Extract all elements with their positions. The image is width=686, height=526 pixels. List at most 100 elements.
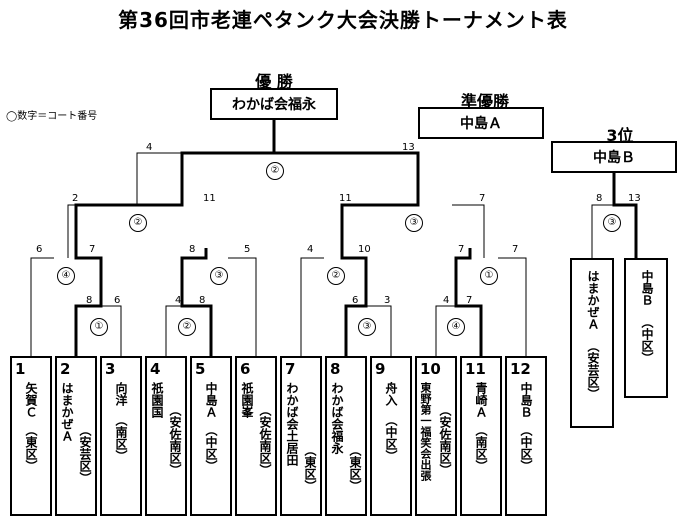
score: 7 — [479, 193, 486, 204]
third-place-team-box: 中島Ｂ （中区） — [624, 258, 668, 398]
page-title: 第36回市老連ペタンク大会決勝トーナメント表 — [118, 8, 568, 32]
team-name: はまかぜＡ — [60, 382, 74, 442]
bracket-line — [435, 305, 456, 356]
court-number: ② — [266, 162, 284, 180]
court-number: ① — [480, 267, 498, 285]
team-number: 4 — [150, 360, 161, 378]
bracket-line — [452, 204, 485, 258]
bracket-line — [591, 204, 614, 258]
team-name: わかば会福永 — [330, 382, 344, 454]
champion-label: 優 勝 — [255, 72, 293, 91]
court-number: ④ — [447, 318, 465, 336]
team-district: （安佐南区） — [438, 404, 452, 476]
team-box: 5 中島Ａ （中区） — [190, 356, 232, 516]
team-name: はまかぜＡ — [586, 270, 600, 330]
team-number: 5 — [195, 360, 206, 378]
bracket-line — [300, 257, 324, 356]
court-number: ③ — [603, 214, 621, 232]
court-legend: ◯数字＝コート番号 — [6, 111, 98, 122]
bracket-line — [228, 257, 257, 356]
champion-box: わかば会福永 — [210, 88, 338, 120]
team-name: 中島Ａ — [204, 382, 218, 418]
team-box: 9 舟入 （中区） — [370, 356, 412, 516]
third-place-label: 3位 — [606, 126, 634, 145]
team-box: 4 祇園国 （安佐南区） — [145, 356, 187, 516]
winner-line — [340, 248, 368, 296]
team-box: 8 わかば会福永 （東区） — [325, 356, 367, 516]
team-district: （中区） — [384, 414, 398, 462]
bracket-line — [30, 257, 54, 356]
team-name: 中島Ｂ — [519, 382, 533, 418]
team-district: （南区） — [474, 424, 488, 472]
score: 4 — [175, 295, 182, 306]
champion-team: わかば会福永 — [232, 97, 316, 113]
score: 10 — [358, 244, 371, 255]
bracket-line — [366, 305, 392, 356]
score: 8 — [199, 295, 206, 306]
winner-line — [344, 296, 368, 356]
bracket-line — [136, 152, 205, 205]
team-number: 8 — [330, 360, 341, 378]
team-box: 6 祇園峯 （安佐南区） — [235, 356, 277, 516]
court-number: ② — [327, 267, 345, 285]
bracket-line — [67, 204, 103, 258]
score: 11 — [203, 193, 216, 204]
team-name: 舟入 — [384, 382, 398, 406]
score: 4 — [307, 244, 314, 255]
team-box: 1 矢賀Ｃ （東区） — [10, 356, 52, 516]
score: 6 — [114, 295, 121, 306]
winner-line — [454, 296, 483, 356]
team-name: 青崎Ａ — [474, 382, 488, 418]
score: 8 — [189, 244, 196, 255]
team-number: 10 — [420, 360, 441, 378]
team-district: （東区） — [303, 444, 317, 492]
score: 11 — [339, 193, 352, 204]
court-number: ② — [129, 214, 147, 232]
score: 7 — [89, 244, 96, 255]
score: 13 — [402, 142, 415, 153]
winner-line — [340, 195, 420, 248]
score: 5 — [244, 244, 251, 255]
team-number: 6 — [240, 360, 251, 378]
team-box: 12 中島Ｂ （中区） — [505, 356, 547, 516]
winner-line — [454, 248, 472, 296]
score: 8 — [596, 193, 603, 204]
score: 3 — [384, 295, 391, 306]
score: 6 — [352, 295, 359, 306]
court-number: ① — [90, 318, 108, 336]
team-district: （安芸区） — [78, 424, 92, 484]
team-district: （安佐南区） — [258, 404, 272, 476]
team-district: （安佐南区） — [168, 404, 182, 476]
score: 2 — [72, 193, 79, 204]
team-name: 矢賀Ｃ — [24, 382, 38, 418]
team-number: 9 — [375, 360, 386, 378]
winner-line — [180, 296, 213, 356]
winner-line — [180, 151, 420, 195]
team-district: （東区） — [24, 424, 38, 472]
third-place-box: 中島Ｂ — [551, 141, 677, 173]
team-box: 7 わかば会土居田 （東区） — [280, 356, 322, 516]
winner-line — [74, 195, 184, 248]
team-district: （南区） — [114, 414, 128, 462]
score: 7 — [466, 295, 473, 306]
team-name: 中島Ｂ — [640, 270, 654, 306]
court-number: ④ — [57, 267, 75, 285]
team-number: 11 — [465, 360, 486, 378]
runner-up-label: 準優勝 — [460, 92, 509, 111]
court-number: ③ — [210, 267, 228, 285]
score: 4 — [443, 295, 450, 306]
court-number: ③ — [358, 318, 376, 336]
winner-line — [180, 248, 208, 296]
team-box: 11 青崎Ａ （南区） — [460, 356, 502, 516]
team-box: 2 はまかぜＡ （安芸区） — [55, 356, 97, 516]
bracket-line — [101, 305, 122, 356]
winner-line — [74, 248, 103, 296]
team-name: 祇園峯 — [240, 382, 254, 418]
score: 7 — [458, 244, 465, 255]
third-place-team-box: はまかぜＡ （安芸区） — [570, 258, 614, 428]
score: 6 — [36, 244, 43, 255]
team-number: 3 — [105, 360, 116, 378]
score: 7 — [512, 244, 519, 255]
bracket-line — [165, 305, 182, 356]
